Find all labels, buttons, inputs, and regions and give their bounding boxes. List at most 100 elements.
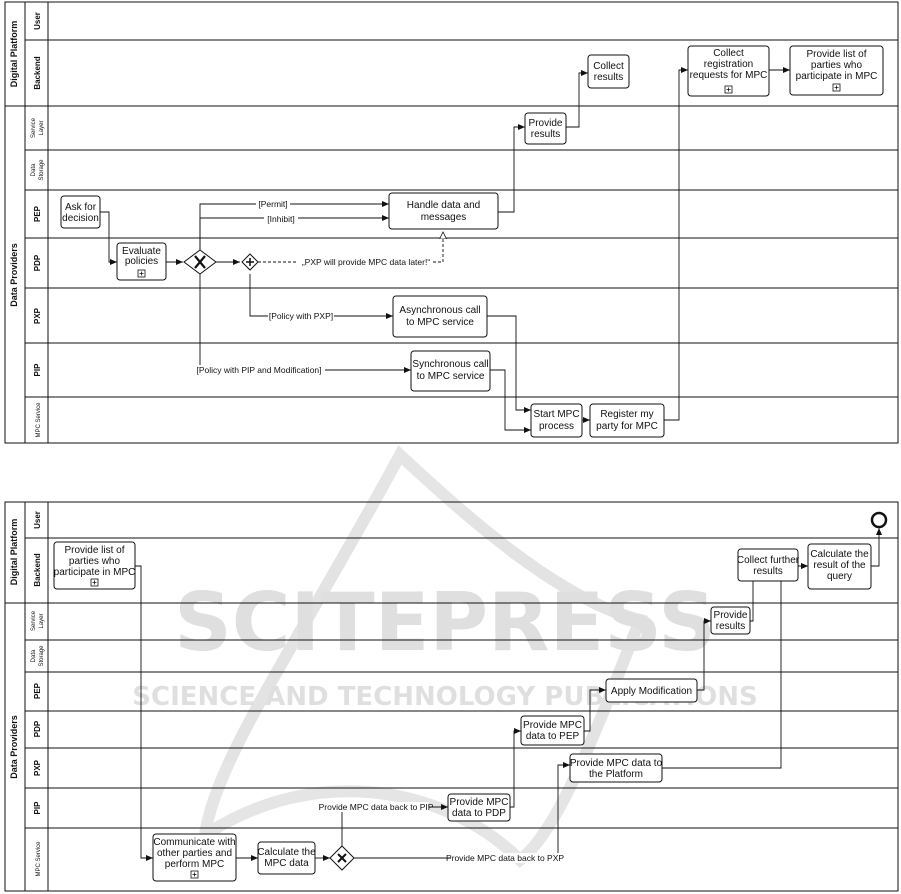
svg-text:results: results <box>531 129 560 140</box>
top-task-collect-results: Collect results <box>587 54 630 89</box>
top-flow-label-inhibit: [Inhibit] <box>267 214 294 224</box>
top-exclusive-gateway <box>183 249 217 275</box>
svg-text:Communicate with: Communicate with <box>153 837 235 848</box>
svg-text:Synchronous call: Synchronous call <box>412 359 488 370</box>
svg-text:Collect further: Collect further <box>737 555 800 566</box>
top-pool-label-data-providers: Data Providers <box>9 243 19 307</box>
svg-text:data to PEP: data to PEP <box>526 731 580 742</box>
bottom-task-apply-modification: Apply Modification <box>605 678 698 703</box>
svg-text:process: process <box>539 421 574 432</box>
top-lane-backend: Backend <box>33 56 42 89</box>
top-lane-user: User <box>33 12 42 30</box>
top-flow-label-pxp-later: „PXP will provide MPC data later!“ <box>302 257 431 267</box>
top-task-start-mpc: Start MPC process <box>530 403 583 438</box>
top-lane-pep: PEP <box>33 205 42 222</box>
svg-text:Provide MPC data to: Provide MPC data to <box>570 758 663 769</box>
svg-text:Collect: Collect <box>713 48 744 59</box>
svg-text:Handle data and: Handle data and <box>407 200 480 211</box>
svg-text:messages: messages <box>421 212 467 223</box>
bottom-task-calculate-result: Calculate the result of the query <box>807 543 872 590</box>
svg-text:perform MPC: perform MPC <box>165 859 224 870</box>
bottom-pool-label-digital-platform: Digital Platform <box>9 519 19 586</box>
bottom-task-provide-mpc-platform: Provide MPC data to the Platform <box>569 753 663 783</box>
svg-text:Ask for: Ask for <box>65 202 97 213</box>
top-pool-label-digital-platform: Digital Platform <box>9 21 19 88</box>
bottom-exclusive-gateway <box>329 845 355 871</box>
svg-text:Apply Modification: Apply Modification <box>611 686 692 697</box>
bottom-lane-service-layer-2: Layer <box>39 613 45 628</box>
svg-text:policies: policies <box>125 256 158 267</box>
bottom-diagram: Digital Platform Data Providers User Bac… <box>4 501 899 892</box>
svg-text:results: results <box>753 566 782 577</box>
bottom-flow-label-back-to-pxp: Provide MPC data back to PXP <box>446 853 564 863</box>
top-diagram-frame <box>4 1 899 444</box>
svg-text:to MPC service: to MPC service <box>417 371 485 382</box>
watermark: SCITEPRESS SCIENCE AND TECHNOLOGY PUBLIC… <box>132 445 758 868</box>
bottom-lane-pdp: PDP <box>33 720 42 737</box>
svg-text:participate in MPC: participate in MPC <box>796 71 878 82</box>
top-flow-label-policy-pip: [Policy with PIP and Modification] <box>196 365 321 375</box>
bottom-task-provide-mpc-pdp: Provide MPC data to PDP <box>447 793 511 822</box>
bottom-lane-pxp: PXP <box>33 759 42 776</box>
bottom-task-provide-list: Provide list of parties who participate … <box>53 541 136 590</box>
svg-text:Collect: Collect <box>593 61 624 72</box>
top-task-evaluate-policies: Evaluate policies <box>116 242 167 281</box>
svg-text:Provide MPC: Provide MPC <box>450 797 509 808</box>
bottom-lane-data-storage-2: Storage <box>39 645 45 667</box>
bottom-task-provide-results: Provide results <box>710 606 751 635</box>
svg-text:to MPC service: to MPC service <box>406 317 474 328</box>
svg-text:other parties and: other parties and <box>157 848 232 859</box>
svg-text:Start MPC: Start MPC <box>533 409 579 420</box>
bottom-lane-pep: PEP <box>33 682 42 699</box>
svg-text:Provide MPC: Provide MPC <box>523 720 582 731</box>
bottom-lane-user: User <box>33 511 42 529</box>
top-lane-service-layer-2: Layer <box>39 120 45 135</box>
bottom-task-communicate: Communicate with other parties and perfo… <box>152 833 237 882</box>
svg-text:Calculate the: Calculate the <box>257 847 316 858</box>
svg-text:parties who: parties who <box>811 60 863 71</box>
svg-text:parties who: parties who <box>69 556 121 567</box>
top-task-sync-call: Synchronous call to MPC service <box>410 350 491 392</box>
svg-text:participate in MPC: participate in MPC <box>54 567 136 578</box>
bottom-task-collect-further: Collect further results <box>737 548 800 582</box>
bottom-task-provide-mpc-pep: Provide MPC data to PEP <box>520 715 585 746</box>
svg-text:decision: decision <box>62 213 99 224</box>
watermark-title: SCITEPRESS <box>174 576 716 669</box>
top-lane-pdp: PDP <box>33 254 42 271</box>
bottom-lane-data-storage-1: Data <box>31 649 37 662</box>
bottom-diagram-frame <box>4 501 899 892</box>
svg-text:Asynchronous call: Asynchronous call <box>399 305 480 316</box>
top-task-provide-results: Provide results <box>524 112 567 145</box>
end-event-icon <box>870 511 888 529</box>
top-task-register-party: Register my party for MPC <box>589 403 665 438</box>
top-lane-service-layer-1: Service <box>31 117 37 138</box>
svg-text:results: results <box>594 72 623 83</box>
svg-text:Evaluate: Evaluate <box>122 246 161 257</box>
top-diagram: Digital Platform Data Providers User Bac… <box>4 1 899 444</box>
top-parallel-gateway <box>241 253 259 271</box>
top-lane-data-storage-1: Data <box>31 163 37 176</box>
svg-text:Register my: Register my <box>600 409 653 420</box>
svg-text:registration: registration <box>704 59 753 70</box>
svg-text:party for MPC: party for MPC <box>596 421 658 432</box>
svg-text:Provide list of: Provide list of <box>806 49 866 60</box>
svg-text:the Platform: the Platform <box>589 769 643 780</box>
bottom-lane-backend: Backend <box>33 553 42 586</box>
top-lane-pip: PIP <box>33 363 42 377</box>
svg-text:MPC data: MPC data <box>264 858 309 869</box>
svg-text:Provide: Provide <box>529 118 563 129</box>
top-task-collect-registration: Collect registration requests for MPC <box>687 45 770 97</box>
top-lane-pxp: PXP <box>33 307 42 324</box>
bottom-flow-label-back-to-pip: Provide MPC data back to PIP <box>319 802 434 812</box>
bottom-lane-pip: PIP <box>33 801 42 815</box>
bottom-lane-service-layer-1: Service <box>31 610 37 631</box>
top-task-ask-for-decision: Ask for decision <box>60 195 101 229</box>
svg-text:query: query <box>827 571 852 582</box>
top-task-handle-data: Handle data and messages <box>388 192 499 230</box>
svg-text:Provide list of: Provide list of <box>64 545 124 556</box>
bottom-task-calculate-mpc: Calculate the MPC data <box>257 841 316 875</box>
bottom-lane-mpc-service: MPC Service <box>36 841 42 877</box>
top-lane-data-storage-2: Storage <box>39 159 45 181</box>
top-task-async-call: Asynchronous call to MPC service <box>392 295 488 338</box>
svg-text:Provide: Provide <box>714 610 748 621</box>
